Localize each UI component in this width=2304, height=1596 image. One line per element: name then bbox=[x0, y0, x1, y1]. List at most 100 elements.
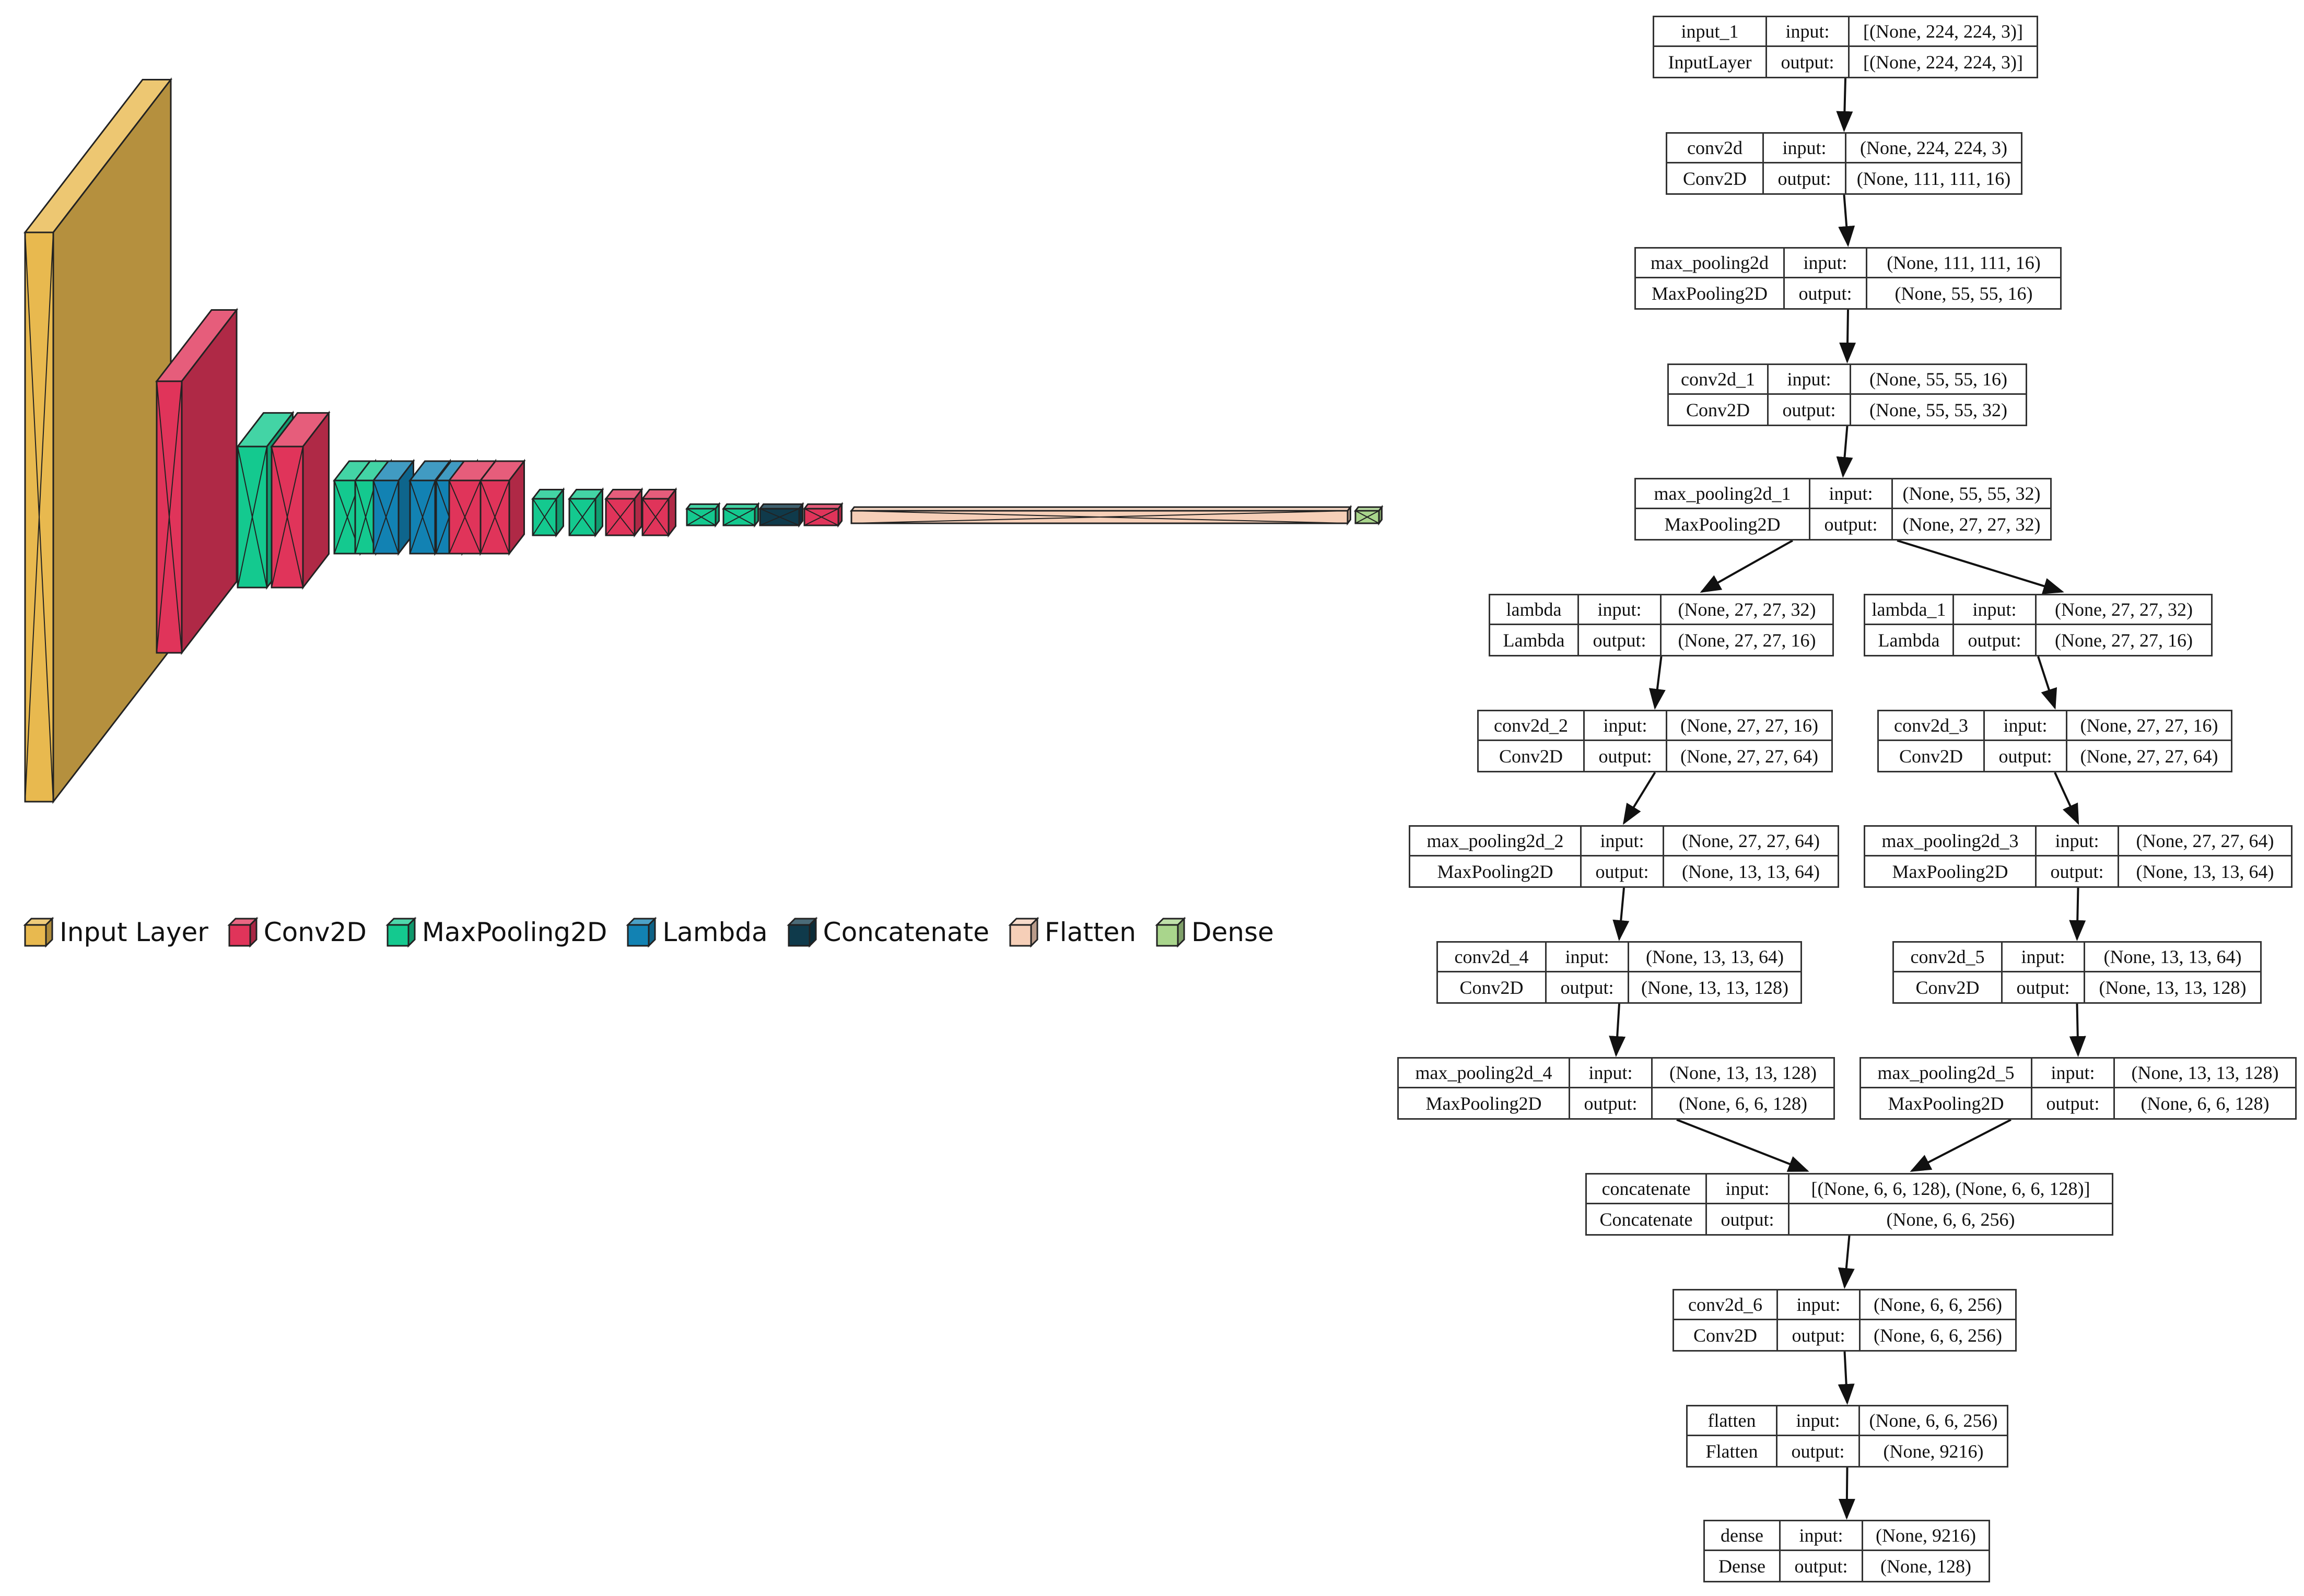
layer-class: Concatenate bbox=[1587, 1204, 1707, 1234]
output-shape: (None, 6, 6, 256) bbox=[1886, 1208, 2015, 1230]
layer-name: max_pooling2d_1 bbox=[1636, 479, 1810, 509]
output-label: output: bbox=[1547, 972, 1629, 1002]
input-label: input: bbox=[1582, 827, 1664, 856]
edge-arrow bbox=[1910, 1119, 2011, 1172]
output-shape: (None, 13, 13, 64) bbox=[1682, 861, 1820, 882]
legend-label: Concatenate bbox=[823, 917, 990, 947]
conv2d-block bbox=[155, 308, 239, 655]
output-label: output: bbox=[1767, 47, 1850, 77]
edge-arrow bbox=[1836, 78, 1853, 132]
legend-label: Lambda bbox=[662, 917, 768, 947]
input-shape: (None, 13, 13, 128) bbox=[2115, 1059, 2295, 1088]
layer-class: Conv2D bbox=[1879, 741, 1985, 771]
input-label: input: bbox=[1781, 1521, 1863, 1551]
edge-arrow bbox=[1700, 539, 1793, 593]
cube-icon bbox=[787, 917, 818, 948]
input-shape: [(None, 6, 6, 128), (None, 6, 6, 128)] bbox=[1790, 1175, 2112, 1204]
input-shape: (None, 27, 27, 64) bbox=[2119, 827, 2291, 856]
input-label: input: bbox=[1764, 134, 1846, 163]
maxpooling2d-block bbox=[685, 502, 721, 528]
layer-class: MaxPooling2D bbox=[1636, 278, 1785, 308]
edge-arrow bbox=[2069, 1003, 2086, 1057]
layer-class: Conv2D bbox=[1894, 972, 2003, 1002]
layer-class: Lambda bbox=[1490, 625, 1579, 655]
input-shape: (None, 13, 13, 128) bbox=[1653, 1059, 1833, 1088]
cube-icon bbox=[1008, 917, 1039, 948]
output-label: output: bbox=[1810, 509, 1893, 539]
maxpooling2d-block bbox=[721, 502, 760, 528]
output-label: output: bbox=[1985, 741, 2067, 771]
legend-label: Conv2D bbox=[263, 917, 367, 947]
cube-icon bbox=[626, 917, 657, 948]
legend-item: Lambda bbox=[625, 916, 768, 949]
edge-arrow bbox=[1838, 194, 1855, 247]
output-label: output: bbox=[1582, 856, 1664, 886]
input-label: input: bbox=[1767, 17, 1850, 47]
output-shape: (None, 6, 6, 128) bbox=[2141, 1093, 2270, 1114]
input-shape: (None, 9216) bbox=[1863, 1521, 1989, 1551]
output-shape: (None, 6, 6, 128) bbox=[1679, 1093, 1807, 1114]
output-shape: (None, 9216) bbox=[1883, 1440, 1984, 1462]
output-label: output: bbox=[1954, 625, 2037, 655]
input-label: input: bbox=[2003, 943, 2085, 972]
output-shape: (None, 27, 27, 32) bbox=[1902, 513, 2041, 535]
input-label: input: bbox=[1810, 479, 1893, 509]
input-shape: (None, 6, 6, 256) bbox=[1860, 1406, 2007, 1436]
input-label: input: bbox=[1579, 595, 1662, 625]
input-shape: (None, 13, 13, 64) bbox=[2085, 943, 2260, 972]
legend-label: Input Layer bbox=[60, 917, 208, 947]
flatten-block bbox=[849, 504, 1352, 526]
output-shape: (None, 13, 13, 128) bbox=[1641, 977, 1788, 998]
layer-name: conv2d_4 bbox=[1438, 943, 1547, 972]
layer-class: Flatten bbox=[1688, 1436, 1777, 1466]
output-label: output: bbox=[1769, 395, 1851, 425]
edge-arrow bbox=[1839, 309, 1856, 363]
edge-arrow bbox=[1897, 539, 2064, 594]
layer-name: conv2d bbox=[1667, 134, 1764, 163]
layer-class: MaxPooling2D bbox=[1399, 1088, 1570, 1118]
input-shape: [(None, 224, 224, 3)] bbox=[1850, 17, 2037, 47]
layer-name: input_1 bbox=[1654, 17, 1767, 47]
legend-item: Conv2D bbox=[226, 916, 367, 949]
legend-label: Dense bbox=[1191, 917, 1274, 947]
output-label: output: bbox=[1785, 278, 1867, 308]
edge-arrow bbox=[1612, 887, 1630, 941]
layer-class: MaxPooling2D bbox=[1410, 856, 1582, 886]
input-shape: (None, 13, 13, 64) bbox=[1629, 943, 1800, 972]
layer-name: conv2d_5 bbox=[1894, 943, 2003, 972]
legend-label: Flatten bbox=[1045, 917, 1136, 947]
layer-class: Dense bbox=[1705, 1551, 1781, 1581]
output-label: output: bbox=[2003, 972, 2085, 1002]
output-label: output: bbox=[1778, 1320, 1861, 1350]
dense-block bbox=[1353, 504, 1384, 526]
output-shape: (None, 27, 27, 16) bbox=[1678, 629, 1816, 651]
output-shape: (None, 55, 55, 16) bbox=[1894, 283, 2033, 304]
output-shape: (None, 128) bbox=[1880, 1555, 1971, 1577]
legend-label: MaxPooling2D bbox=[422, 917, 607, 947]
input-shape: (None, 111, 111, 16) bbox=[1867, 249, 2060, 278]
legend-item: MaxPooling2D bbox=[384, 916, 607, 949]
concatenate-block bbox=[758, 502, 804, 528]
cube-icon bbox=[227, 917, 259, 948]
layer-name: conv2d_2 bbox=[1479, 711, 1585, 741]
layered-3d-view bbox=[23, 77, 1384, 804]
layer-name: lambda bbox=[1490, 595, 1579, 625]
input-shape: (None, 27, 27, 16) bbox=[1667, 711, 1831, 741]
layer-class: Conv2D bbox=[1674, 1320, 1778, 1350]
layer-name: max_pooling2d_5 bbox=[1861, 1059, 2032, 1088]
output-label: output: bbox=[1570, 1088, 1653, 1118]
layer-class: Conv2D bbox=[1479, 741, 1585, 771]
layer-name: max_pooling2d bbox=[1636, 249, 1785, 278]
layer-name: conv2d_3 bbox=[1879, 711, 1985, 741]
layer-name: concatenate bbox=[1587, 1175, 1707, 1204]
maxpooling2d-block bbox=[531, 487, 565, 538]
legend-item: Dense bbox=[1154, 916, 1274, 949]
output-shape: (None, 27, 27, 16) bbox=[2055, 629, 2193, 651]
